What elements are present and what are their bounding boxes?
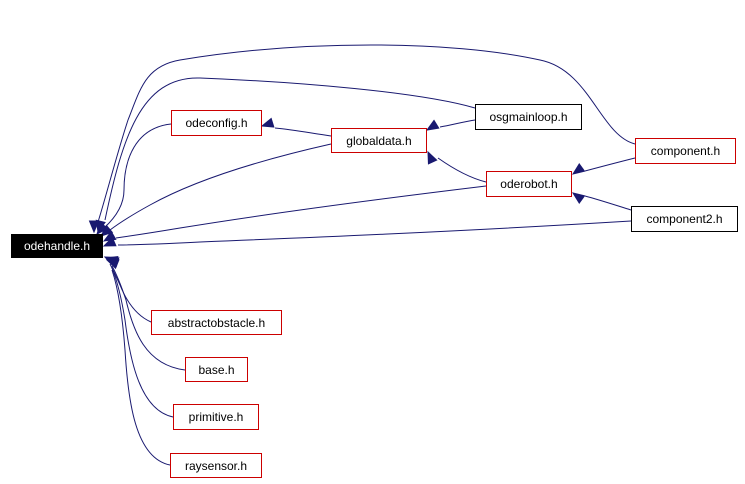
arrowhead-component2-to-odehandle [102,236,117,247]
edge-component2-to-oderobot [584,195,632,211]
edge-oderobot-to-globaldata [437,157,487,183]
node-component-label: component.h [650,144,721,158]
edge-abstractobstacle-to-odehandle [109,263,152,323]
node-osgmainloop[interactable]: osgmainloop.h [475,104,582,130]
edge-primitive-to-odehandle [111,267,174,418]
node-base-label: base.h [198,362,235,377]
node-abstractobstacle[interactable]: abstractobstacle.h [151,310,282,335]
node-component2[interactable]: component2.h [631,206,738,232]
node-oderobot[interactable]: oderobot.h [486,171,572,197]
edge-component-to-odehandle [97,44,636,223]
edge-odeconfig-to-odehandle [103,123,172,229]
arrowhead-globaldata-to-odehandle [99,224,114,237]
node-base[interactable]: base.h [185,357,248,382]
node-primitive[interactable]: primitive.h [173,404,259,430]
edge-oderobot-to-odehandle [115,185,487,239]
arrowhead-component2-to-oderobot [571,192,586,205]
edge-component2-to-odehandle [117,220,632,246]
node-globaldata-label: globaldata.h [346,133,412,148]
node-component2-label: component2.h [646,212,723,226]
node-globaldata[interactable]: globaldata.h [331,128,427,153]
arrowhead-osgmainloop-to-odehandle [95,219,106,234]
edge-base-to-odehandle [111,265,186,371]
node-odeconfig-label: odeconfig.h [185,116,248,130]
arrowhead-osgmainloop-to-globaldata [425,119,440,131]
arrowhead-component-to-oderobot [571,162,586,175]
node-odehandle[interactable]: odehandle.h [11,234,103,258]
node-osgmainloop-label: osgmainloop.h [489,110,568,124]
node-abstractobstacle-label: abstractobstacle.h [167,315,266,330]
edge-globaldata-to-odehandle [109,143,332,231]
arrowhead-oderobot-to-globaldata [427,150,438,165]
node-odehandle-label: odehandle.h [23,239,91,253]
node-component[interactable]: component.h [635,138,736,164]
arrowhead-component-to-odehandle [88,220,100,234]
node-raysensor[interactable]: raysensor.h [170,453,262,478]
node-oderobot-label: oderobot.h [500,177,558,191]
node-odeconfig[interactable]: odeconfig.h [171,110,262,136]
node-primitive-label: primitive.h [188,410,244,424]
edge-globaldata-to-odeconfig [274,127,332,137]
arrowhead-globaldata-to-odeconfig [260,117,275,128]
edge-component-to-oderobot [584,157,636,172]
edge-osgmainloop-to-globaldata [439,119,476,128]
node-raysensor-label: raysensor.h [184,458,248,473]
edge-raysensor-to-odehandle [111,269,171,466]
edge-osgmainloop-to-odehandle [104,77,476,221]
arrowhead-raysensor-to-odehandle [105,259,120,270]
